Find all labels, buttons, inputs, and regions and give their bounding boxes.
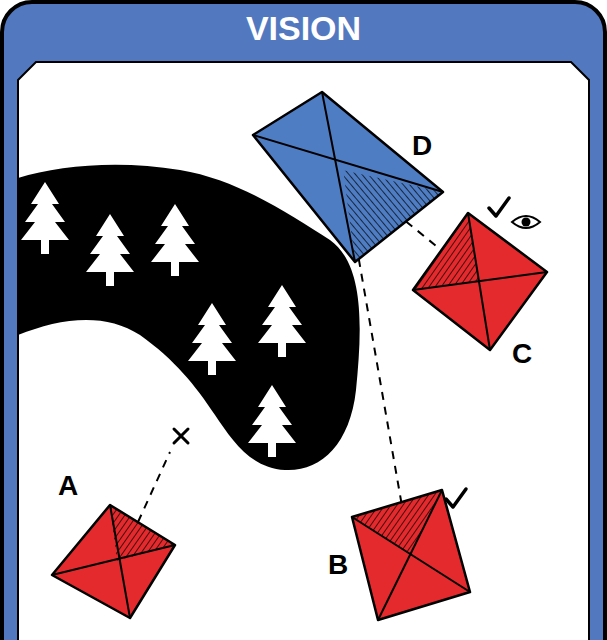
- unit-outline: [413, 213, 547, 350]
- tree-icon: [248, 385, 296, 457]
- unit-diagonal: [413, 272, 547, 290]
- unit-letter: A: [58, 471, 78, 501]
- eye-symbol: [512, 216, 540, 228]
- unit-outline: [253, 92, 443, 262]
- unit-front: [343, 170, 443, 262]
- tree-icon: [86, 214, 134, 286]
- friendly-unit: C: [413, 213, 547, 350]
- enemy-unit: D: [253, 92, 443, 262]
- tree-icon: [151, 204, 199, 276]
- check-mark: [446, 489, 466, 507]
- unit-body: [253, 92, 443, 262]
- unit-letter: B: [328, 550, 348, 580]
- unit-outline: [352, 490, 470, 620]
- unit-diagonal: [110, 505, 130, 618]
- line-of-sight: [359, 259, 402, 502]
- check-mark: [489, 198, 509, 216]
- unit-diagonal: [378, 490, 442, 620]
- unit-body: [352, 490, 470, 620]
- unit-diagonal: [322, 92, 355, 262]
- blocked-cross: [174, 429, 188, 443]
- unit-letter: D: [412, 131, 432, 161]
- unit-shape: [253, 92, 443, 262]
- line-of-sight: [406, 221, 441, 250]
- tree-icon: [188, 303, 236, 375]
- forest-region: [18, 165, 360, 470]
- unit-shape: [352, 490, 470, 620]
- unit-diagonal: [52, 545, 175, 575]
- unit-letter: C: [512, 339, 532, 369]
- unit-outline: [52, 505, 175, 618]
- tree-icon: [21, 182, 69, 254]
- friendly-unit: B: [352, 490, 470, 620]
- panel-title: VISION: [0, 8, 607, 48]
- map-ground: [18, 62, 589, 640]
- unit-body: [413, 213, 547, 350]
- unit-shape: [52, 505, 175, 618]
- unit-body: [52, 505, 175, 618]
- tree-icon: [258, 285, 306, 357]
- blocked-sight-line: [138, 452, 170, 522]
- forest-trees: [21, 182, 306, 457]
- unit-shape: [413, 213, 547, 350]
- friendly-unit: A: [52, 505, 175, 618]
